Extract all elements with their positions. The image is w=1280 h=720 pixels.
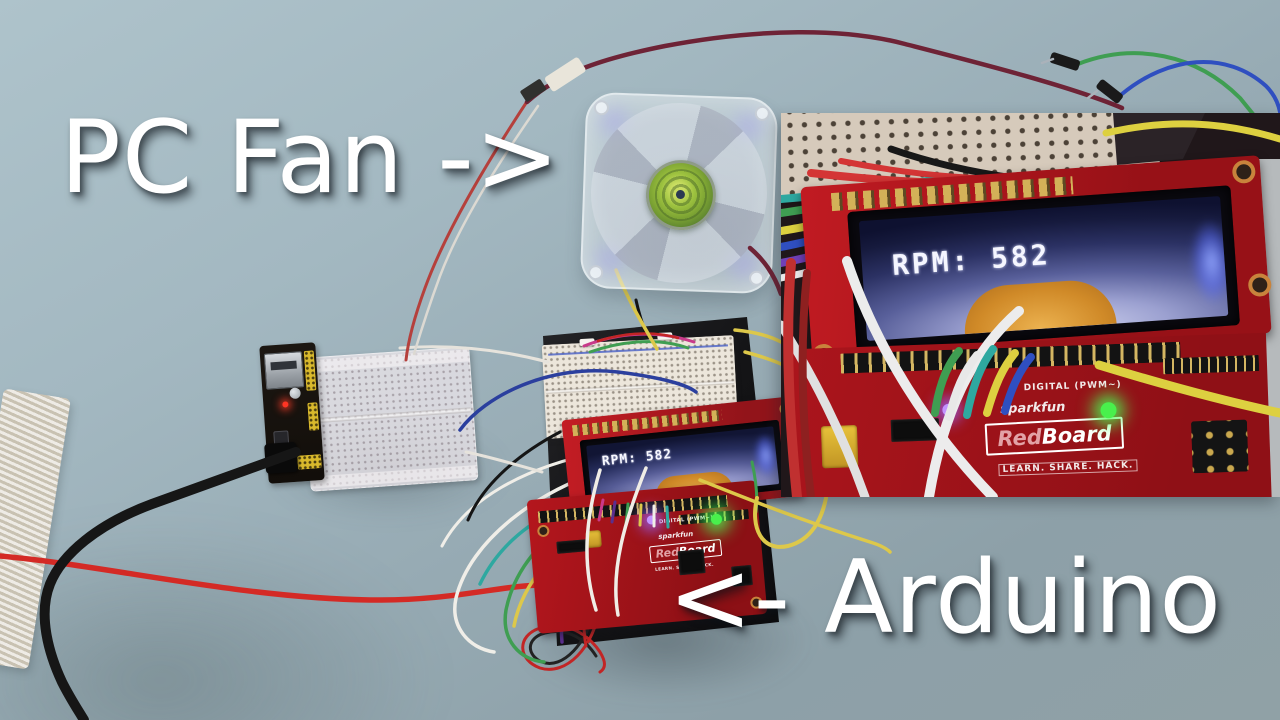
inset-wire-green xyxy=(931,347,963,417)
jumper-wire-white xyxy=(614,466,648,617)
jumper-wire-yellow xyxy=(743,350,783,366)
lcd-wire-purple xyxy=(610,500,617,524)
jumper-wire-yellow-curl xyxy=(753,496,828,549)
inset-wire-teal xyxy=(963,345,997,419)
jumper-wire-blue-arc xyxy=(458,369,698,432)
inset-front-layer xyxy=(781,256,1280,497)
jumper-wire-black xyxy=(466,430,562,522)
jumper-wire-white xyxy=(453,466,612,654)
inset-closeup-photo: RPM: 582 DIGITAL (PWM~) sparkfun RedBoar… xyxy=(781,113,1280,497)
jumper-connector-tip xyxy=(1049,52,1081,71)
inset-wire-blue xyxy=(1001,353,1035,415)
power-cable xyxy=(39,447,301,720)
jumper-wire-yellow xyxy=(733,328,783,344)
arduino-label: <- Arduino xyxy=(668,538,1223,656)
fan-cable-maroon xyxy=(747,245,784,297)
jumper-wire-blue-tr xyxy=(1120,60,1280,114)
jumper-pin xyxy=(1040,57,1055,65)
jumper-wire-red xyxy=(596,332,680,343)
inline-connector-white xyxy=(545,57,586,92)
inset-wire-red xyxy=(783,258,802,497)
lcd-wire-magenta xyxy=(597,498,605,522)
inset-wire-dark-red xyxy=(798,269,815,497)
fan-lead-red xyxy=(404,98,530,362)
inset-wire-yellow xyxy=(983,349,1019,417)
inset-wire-white xyxy=(842,256,998,497)
lcd-wire-teal xyxy=(665,505,670,529)
fan-lead-white xyxy=(412,104,540,356)
jumper-wire-white xyxy=(585,468,602,612)
jumper-connector-tip xyxy=(1096,79,1123,104)
fan-cable-maroon xyxy=(524,30,1125,111)
inset-wire-yellow-long xyxy=(1094,360,1280,418)
fan-wire-black-loop xyxy=(528,602,598,665)
inline-connector-black xyxy=(520,79,547,102)
pc-fan-label: PC Fan -> xyxy=(60,98,561,216)
inset-yellow-wire-top xyxy=(1102,120,1280,143)
inset-wire-white xyxy=(945,351,981,421)
jumper-wire-green-tr xyxy=(1076,51,1255,116)
jumper-wire-white xyxy=(398,345,550,364)
jumper-wire-yellow xyxy=(698,478,892,554)
jumper-wire-white xyxy=(464,450,544,474)
lcd-wire-yellow xyxy=(638,503,643,527)
jumper-wire-green xyxy=(588,340,690,354)
jumper-pin xyxy=(1086,89,1099,100)
fan-wire-red-loop xyxy=(521,604,606,674)
